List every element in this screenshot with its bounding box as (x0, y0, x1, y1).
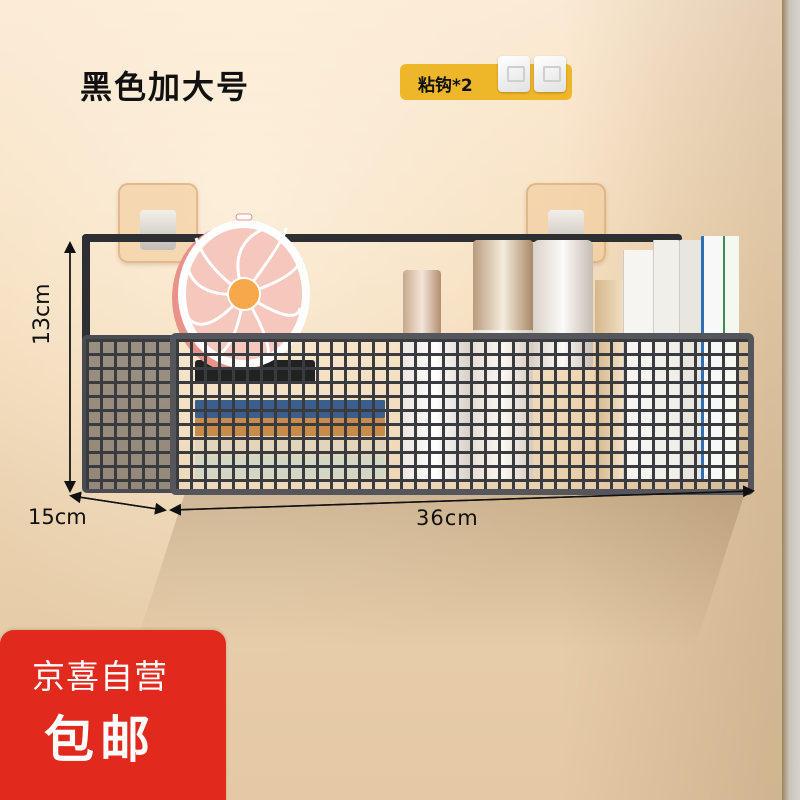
depth-dimension-label: 15cm (28, 505, 87, 529)
hanging-rail (82, 234, 682, 242)
accessory-badge-label: 粘钩*2 (418, 76, 473, 96)
promo-free-shipping-label: 包邮 (44, 711, 156, 769)
adhesive-hook-icon (534, 56, 566, 92)
desk-fan-icon (172, 213, 310, 368)
hanging-rail-side (82, 234, 90, 344)
promo-badge: 京喜自营 包邮 (0, 630, 226, 800)
height-dimension-label: 13cm (30, 283, 55, 345)
variant-title: 黑色加大号 (80, 68, 251, 106)
promo-seller-label: 京喜自营 (32, 657, 168, 696)
adhesive-wall-hook-left (118, 183, 198, 263)
adhesive-hook-icon (498, 56, 530, 92)
width-dimension-label: 36cm (416, 506, 479, 530)
basket-side-mesh (82, 335, 176, 493)
accessory-badge: 粘钩*2 (400, 56, 572, 100)
door-frame-edge (782, 0, 800, 800)
basket-front-mesh (170, 333, 754, 495)
